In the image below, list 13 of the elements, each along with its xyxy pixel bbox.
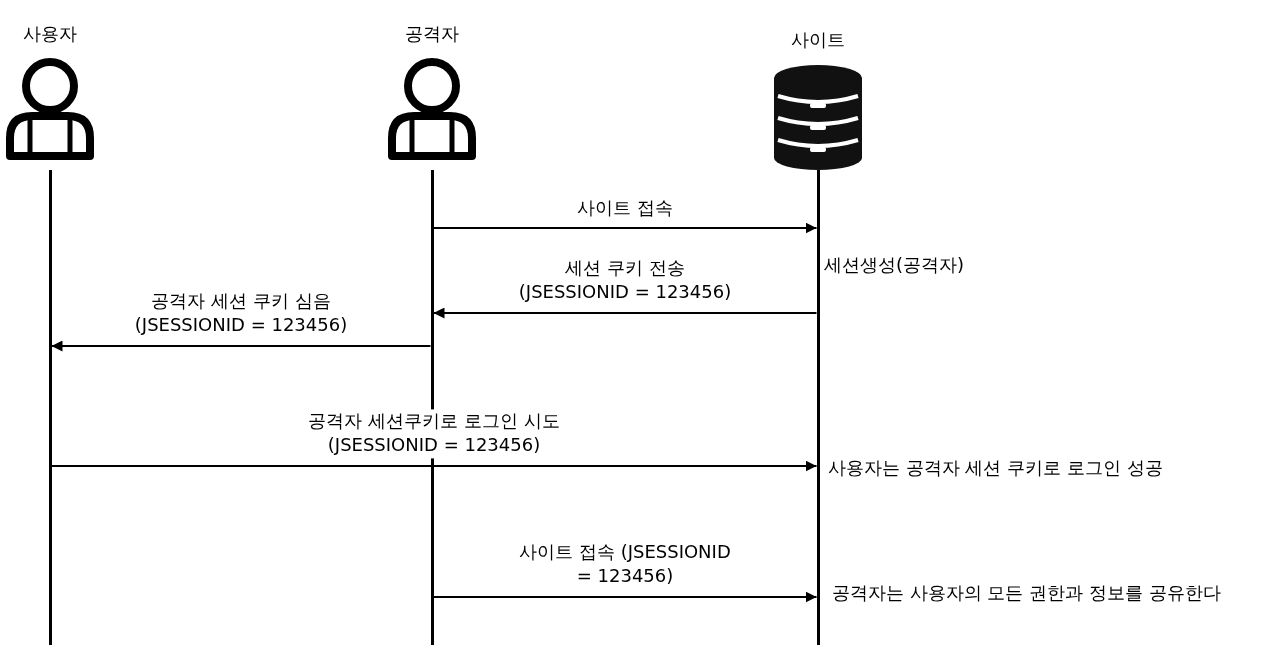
note-text: 사용자는 공격자 세션 쿠키로 로그인 성공 — [828, 456, 1163, 480]
lifeline — [816, 170, 820, 645]
actor-label: 공격자 — [404, 22, 460, 46]
message-arrow — [432, 591, 818, 603]
note-text: 세션생성(공격자) — [824, 253, 965, 277]
message-arrow — [432, 307, 818, 319]
message-arrow — [50, 460, 818, 472]
actor-label: 사이트 — [790, 28, 846, 52]
actor-label: 사용자 — [22, 22, 78, 46]
note-text: 공격자는 사용자의 모든 권한과 정보를 공유한다 — [832, 581, 1221, 605]
lifeline — [48, 170, 52, 645]
message-arrow — [432, 222, 818, 234]
message-arrow — [50, 340, 432, 352]
